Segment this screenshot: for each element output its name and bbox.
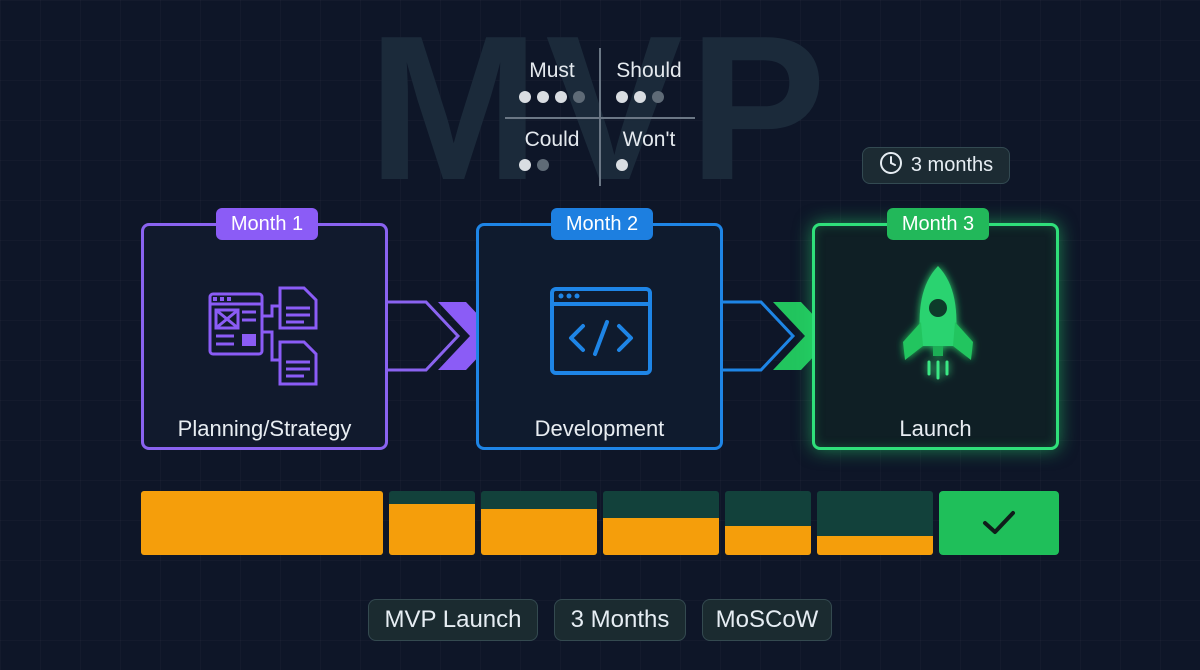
stage-title: Development <box>534 416 665 441</box>
month-tag: Month 1 <box>216 208 318 240</box>
moscow-should-label: Should <box>616 59 682 82</box>
priority-dot <box>537 159 549 171</box>
segment-fill <box>389 503 475 555</box>
progress-segment <box>141 491 383 555</box>
duration-label: 3 months <box>910 154 994 176</box>
moscow-must-dots <box>519 90 591 108</box>
stage-card-launch: Month 3 Launch <box>812 208 1059 450</box>
moscow-wont-label: Won't <box>622 128 676 151</box>
rocket-icon <box>903 266 973 380</box>
priority-dot <box>519 91 531 103</box>
segment-fill <box>603 517 719 555</box>
progress-complete-segment <box>939 491 1059 555</box>
segment-fill <box>725 526 811 555</box>
progress-segment <box>481 491 597 555</box>
priority-dot <box>616 159 628 171</box>
moscow-could-dots <box>519 158 555 176</box>
stage-card-planning: Month 1 Planning/Strategy <box>141 208 388 450</box>
tag-mvp-launch: MVP Launch <box>368 599 538 641</box>
priority-dot <box>616 91 628 103</box>
priority-dot <box>519 159 531 171</box>
code-window-icon <box>550 287 652 375</box>
stage-title: Launch <box>899 416 972 441</box>
stage-card-development: Month 2 Development <box>476 208 723 450</box>
checkmark-icon <box>983 511 1015 534</box>
moscow-must-label: Must <box>529 59 575 82</box>
priority-dot <box>634 91 646 103</box>
priority-dot <box>537 91 549 103</box>
stage-title: Planning/Strategy <box>177 416 352 441</box>
priority-dot <box>555 91 567 103</box>
progress-segment <box>389 491 475 555</box>
segment-fill <box>817 535 933 555</box>
clock-icon <box>879 151 903 181</box>
duration-badge: 3 months <box>862 147 1010 184</box>
month-tag: Month 3 <box>887 208 989 240</box>
tag-3-months: 3 Months <box>554 599 686 641</box>
tag-moscow: MoSCoW <box>702 599 832 641</box>
progress-segment <box>603 491 719 555</box>
segment-fill <box>481 508 597 555</box>
priority-dot <box>652 91 664 103</box>
progress-segment <box>817 491 933 555</box>
segment-fill <box>141 491 383 555</box>
moscow-should-dots <box>616 90 670 108</box>
priority-dot <box>573 91 585 103</box>
progress-segment <box>725 491 811 555</box>
moscow-divider-horizontal <box>505 117 695 119</box>
moscow-could-label: Could <box>524 128 580 151</box>
moscow-wont-dots <box>616 158 634 176</box>
month-tag: Month 2 <box>551 208 653 240</box>
mvp-watermark: MVP <box>367 0 833 223</box>
wireframe-docs-icon <box>208 286 318 386</box>
